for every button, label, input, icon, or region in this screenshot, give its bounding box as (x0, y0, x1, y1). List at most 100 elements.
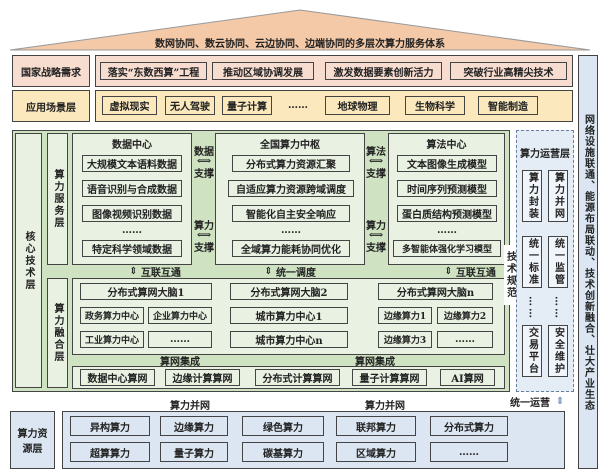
data-item: 大规模文本语料数据 (82, 155, 182, 172)
hub-item: …… (281, 224, 301, 236)
scene-item: 量子计算 (222, 96, 272, 115)
resource-item: 超算算力 (70, 442, 150, 462)
ops-item: 安全维护 (548, 325, 568, 377)
integration-label: 算网集成 (355, 356, 395, 368)
grid-label: 算力并网 (365, 400, 405, 412)
edge-1: 边缘算力1 (378, 307, 432, 324)
algo-title: 算法中心 (426, 139, 467, 151)
scene-item: 无人驾驶 (165, 96, 215, 115)
resource-item: …… (430, 442, 508, 462)
algo-item: 时间序列预测模型 (397, 180, 497, 197)
right-banner: 网络设施联通、能源布局联动、技术创新融合、壮大产业生态 (578, 55, 598, 469)
link-label: 互联互通 (140, 268, 181, 279)
arrow-label: 算力 (366, 220, 386, 232)
strategy-item: 落实“东数西算”工程 (100, 62, 207, 80)
ops-item: 统一监管 (548, 236, 568, 288)
up-down-arrow-icon: ⇕ (264, 266, 276, 277)
data-item: 图像视频识别数据 (82, 205, 182, 222)
roof-title: 数网协同、数云协同、云边协同、边端协同的多层次算力服务体系 (155, 38, 445, 50)
resource-item: 绿色算力 (242, 416, 324, 436)
edge-3: 边缘算力3 (378, 331, 432, 348)
resource-item: 异构算力 (70, 416, 150, 436)
link-label: 统一调度 (275, 268, 316, 279)
core-label: 核心技术层 (15, 133, 42, 388)
resource-item: 区域算力 (336, 442, 416, 462)
integration-label: 算网集成 (160, 356, 200, 368)
strategy-label: 国家战略需求 (12, 55, 90, 87)
ops-item: 算力并网 (548, 170, 568, 222)
hub-item: 分布式算力资源汇聚 (232, 155, 350, 172)
fusion-panel (72, 278, 505, 355)
hub-item: 自适应算力资源跨域调度 (228, 180, 354, 197)
double-arrow-icon: ⟺ (368, 229, 384, 241)
strategy-row (95, 55, 573, 87)
data-item: 语音识别与合成数据 (82, 180, 182, 197)
resource-item: 分布式算力 (430, 416, 508, 436)
double-arrow-icon: ⟺ (196, 229, 212, 241)
net-item: 边缘计算算网 (165, 369, 240, 386)
ops-item: 统一标准 (522, 236, 542, 288)
brain-n: 分布式算网大脑n (378, 283, 493, 300)
strategy-item: 突破行业高精尖技术 (450, 62, 567, 80)
ops-item: …… (552, 295, 564, 320)
resources-panel (62, 411, 565, 469)
link-left: ⇕ 互联互通 (115, 265, 195, 279)
scene-item: 虚拟现实 (102, 96, 157, 115)
resource-item: 碳基算力 (242, 442, 324, 462)
gov-center: 政务算力中心 (80, 307, 144, 324)
roof (9, 9, 591, 51)
ops-item: 交易平台 (522, 325, 542, 377)
fusion-dots: …… (148, 331, 212, 348)
net-item: 数据中心算网 (80, 369, 155, 386)
up-down-arrow-icon: ⇕ (555, 395, 565, 407)
service-label: 算力服务层 (47, 133, 68, 265)
algo-item: 多智能体强化学习模型 (393, 240, 501, 257)
ops-item: …… (526, 295, 538, 320)
brain-2: 分布式算网大脑2 (230, 283, 348, 300)
up-down-arrow-icon: ⇕ (444, 266, 456, 277)
arrow-label: 支撑 (194, 168, 214, 180)
double-arrow-icon: ⟺ (196, 155, 212, 167)
strategy-item: 激发数据要素创新活力 (325, 62, 442, 80)
nets-panel (72, 366, 505, 389)
resource-item: 边缘算力 (160, 416, 228, 436)
city-center-n: 城市算力中心n (230, 331, 348, 348)
brain-1: 分布式算网大脑1 (80, 283, 212, 300)
data-item: …… (122, 224, 142, 236)
grid-label: 算力并网 (170, 400, 210, 412)
scene-item: …… (288, 100, 308, 111)
data-center-title: 数据中心 (112, 139, 152, 151)
resource-item: 联邦算力 (336, 416, 416, 436)
arrow-label: 算力 (194, 220, 214, 232)
hub-item: 全域算力能耗协同优化 (232, 240, 350, 257)
ops-item: 算力封装 (522, 170, 542, 222)
resources-label: 算力资源层 (10, 411, 55, 469)
arrow-label: 支撑 (366, 168, 386, 180)
scenes-row (95, 90, 573, 122)
algo-item: 蛋白质结构预测模型 (397, 205, 497, 222)
net-item: 量子计算算网 (352, 369, 427, 386)
scene-item: 智能制造 (478, 96, 538, 115)
hub-item: 智能化自主安全响应 (232, 205, 350, 222)
ind-center: 工业算力中心 (80, 331, 144, 348)
up-down-arrow-icon: ⇕ (129, 266, 141, 277)
city-center-1: 城市算力中心1 (230, 307, 348, 324)
ent-center: 企业算力中心 (148, 307, 212, 324)
algo-item: 文本图像生成模型 (397, 155, 497, 172)
unified-ops-label: 统一运营 (510, 397, 550, 409)
link-right: ⇕ 互联互通 (430, 265, 510, 279)
arrow-label: 支撑 (366, 242, 386, 254)
net-item: 分布式计算算网 (255, 369, 340, 386)
link-label: 互联互通 (455, 268, 496, 279)
resource-item: 量子算力 (160, 442, 228, 462)
scene-item: 地球物理 (325, 96, 390, 115)
arrow-label: 支撑 (194, 242, 214, 254)
double-arrow-icon: ⟺ (368, 155, 384, 167)
scenes-label: 应用场景层 (12, 90, 90, 122)
hub-title: 全国算力中枢 (260, 139, 320, 151)
fusion-label: 算力融合层 (47, 278, 68, 388)
link-mid: ⇕ 统一调度 (250, 265, 330, 279)
strategy-item: 推动区域协调发展 (212, 62, 314, 80)
fusion-dots: …… (437, 331, 493, 348)
arrow-label: 数据 (194, 146, 214, 158)
